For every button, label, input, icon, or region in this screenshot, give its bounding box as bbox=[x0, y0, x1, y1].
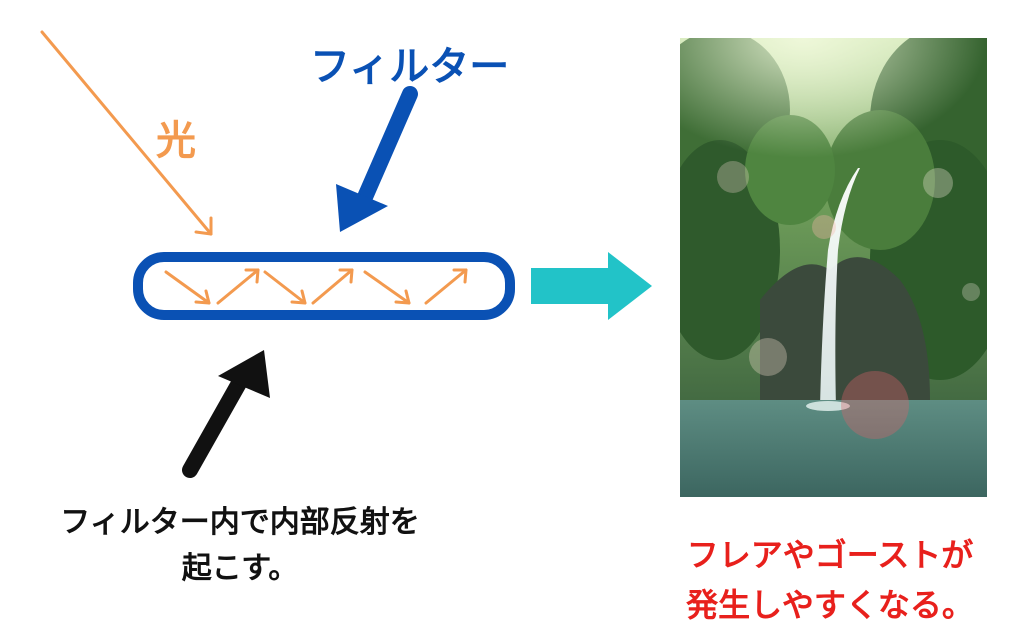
internal-reflection-arrows bbox=[164, 268, 468, 305]
internal-reflection-caption: フィルター内で内部反射を 起こす。 bbox=[20, 500, 460, 592]
light-label: 光 bbox=[156, 118, 196, 164]
result-caption-line2: 発生しやすくなる。 bbox=[686, 586, 974, 624]
filter-body bbox=[133, 252, 515, 320]
result-caption-line1: フレアやゴーストが bbox=[686, 536, 974, 574]
result-flow-arrow bbox=[531, 252, 652, 320]
filter-label: フィルター bbox=[310, 44, 510, 90]
waterfall-photo bbox=[680, 38, 987, 497]
light-ray bbox=[40, 30, 213, 236]
internal-reflection-caption-line1: フィルター内で内部反射を bbox=[60, 505, 420, 540]
filter-pointer-arrow bbox=[336, 86, 418, 232]
result-caption: フレアやゴーストが 発生しやすくなる。 bbox=[650, 530, 1010, 630]
reflection-pointer-arrow bbox=[182, 350, 270, 478]
internal-reflection-caption-line2: 起こす。 bbox=[181, 551, 299, 586]
